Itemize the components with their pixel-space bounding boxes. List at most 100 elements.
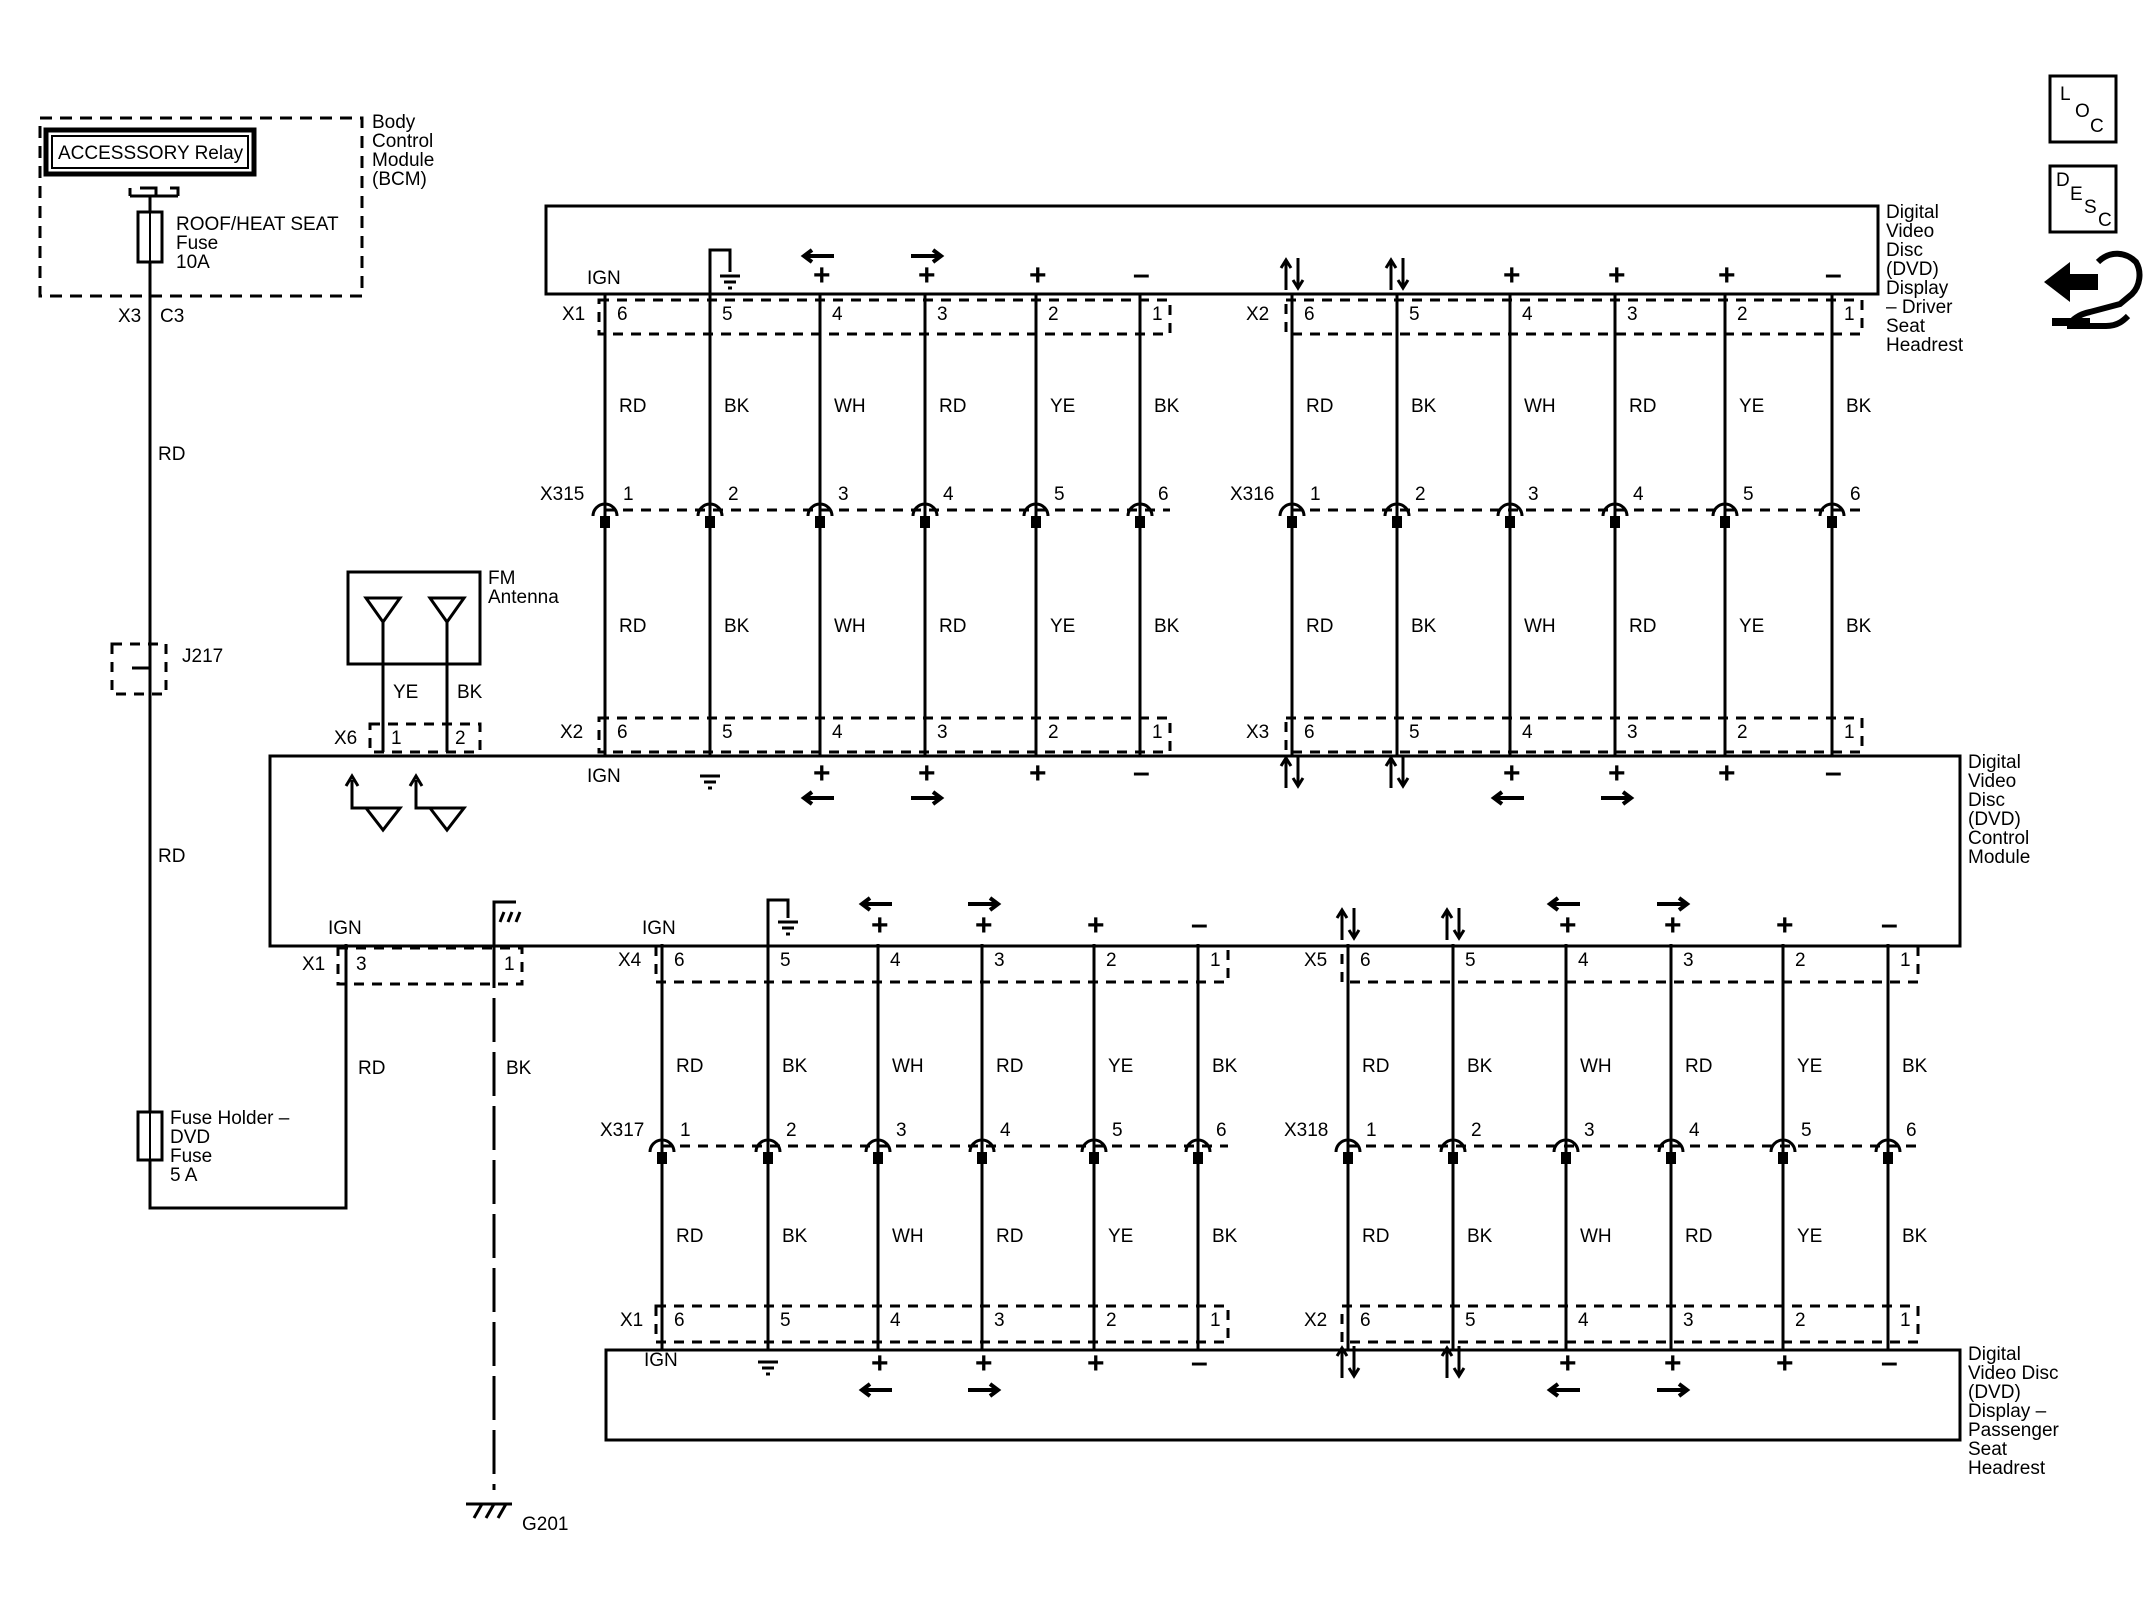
desc-button[interactable]: D E S C [2048, 164, 2118, 234]
pin-cap-icon [1334, 1138, 1362, 1153]
pin-number: 6 [1360, 1310, 1371, 1331]
wire-color-label: RD [1306, 616, 1333, 637]
pin-number: 3 [994, 1310, 1005, 1331]
plus-sign: + [1776, 909, 1794, 942]
ground-lead [766, 898, 790, 944]
left-arrow-icon [1546, 896, 1580, 912]
minus-sign: – [1825, 756, 1842, 789]
pin-cap-icon [754, 1138, 782, 1153]
desc-letter-e: E [2070, 184, 2083, 205]
passenger-display-name-line: Display – [1968, 1401, 2047, 1422]
minus-sign: – [1133, 258, 1150, 291]
left-arrow-icon [858, 896, 892, 912]
pin-contact [1883, 1152, 1893, 1164]
ign-label: IGN [587, 268, 621, 289]
desc-letter-s: S [2084, 197, 2097, 218]
pin-number: 2 [728, 484, 739, 505]
passenger-display-name-line: Passenger [1968, 1420, 2060, 1441]
ign-label: IGN [328, 918, 362, 939]
plus-sign: + [1559, 1347, 1577, 1380]
pin-contact [657, 1152, 667, 1164]
pin-number: 5 [1409, 304, 1420, 325]
loc-letter-o: O [2075, 101, 2090, 122]
wire-color-label: RD [996, 1056, 1023, 1077]
bidirectional-arrow-icon [1279, 257, 1305, 291]
dvd-fuse-holder: Fuse Holder – DVD Fuse 5 A [136, 1108, 290, 1186]
connector-id: X1 [620, 1310, 643, 1331]
pin-number: 5 [1465, 950, 1476, 971]
pin-number: 1 [1152, 722, 1163, 743]
pin-contact [1392, 516, 1402, 528]
connector-outline [597, 298, 1172, 336]
connector-outline [1340, 944, 1920, 984]
bidirectional-arrow-icon [1279, 755, 1305, 789]
pin-number: 2 [1415, 484, 1426, 505]
wire-color-label: YE [1797, 1056, 1822, 1077]
wire-color-label: BK [724, 616, 750, 637]
loc-letter-c: C [2090, 116, 2104, 137]
pin-number: 4 [1633, 484, 1644, 505]
passenger-display-name-line: (DVD) [1968, 1382, 2021, 1403]
pin-number: 1 [1152, 304, 1163, 325]
plus-sign: + [1718, 757, 1736, 790]
pin-contact [763, 1152, 773, 1164]
driver-display-name-line: – Driver [1886, 297, 1953, 318]
fuse-holder-label-line: 5 A [170, 1165, 198, 1186]
pin-number: 4 [832, 304, 843, 325]
plus-sign: + [1718, 259, 1736, 292]
connector-id: X2 [560, 722, 583, 743]
pin-number: 1 [1900, 950, 1911, 971]
dvd-control-module: Digital Video Disc (DVD) Control Module … [268, 752, 2030, 1079]
pin-number: 1 [1366, 1120, 1377, 1141]
plus-sign: + [813, 757, 831, 790]
pin-contact [705, 516, 715, 528]
wire-color-label: YE [1108, 1226, 1133, 1247]
pin-number: 2 [1795, 950, 1806, 971]
ground-icon [700, 774, 720, 790]
pin-number: 1 [680, 1120, 691, 1141]
wire-color-label: WH [1524, 616, 1556, 637]
inline-connector-id: X316 [1230, 484, 1274, 505]
driver-display-name-line: Disc [1886, 240, 1923, 261]
pin-number: 1 [504, 954, 515, 975]
pin-contact [1287, 516, 1297, 528]
pin-contact [1827, 516, 1837, 528]
desc-letter-d: D [2056, 170, 2070, 191]
pin-contact [1720, 516, 1730, 528]
ground-g201: G201 [466, 944, 568, 1535]
minus-sign: – [1881, 908, 1898, 941]
wire-color-label: BK [1467, 1226, 1493, 1247]
wire-color-label: YE [1797, 1226, 1822, 1247]
wire-color-label: RD [1629, 396, 1656, 417]
hand-arrow-icon[interactable] [2044, 250, 2143, 329]
plus-sign: + [813, 259, 831, 292]
bidirectional-arrow-icon [1335, 907, 1361, 941]
pin-number: 2 [1795, 1310, 1806, 1331]
pin-number: 6 [1304, 722, 1315, 743]
pin-number: 2 [1471, 1120, 1482, 1141]
pin-number: 4 [1522, 304, 1533, 325]
pin-number: 6 [674, 950, 685, 971]
driver-dvd-display: Digital Video Disc (DVD) Display – Drive… [544, 202, 1964, 356]
wire-color-label: RD [1685, 1056, 1712, 1077]
control-module-name-line: Control [1968, 828, 2029, 849]
inline-connector-id: X318 [1284, 1120, 1328, 1141]
pin-cap-icon [591, 502, 619, 517]
wire-color-label: WH [892, 1226, 924, 1247]
control-module-name-line: (DVD) [1968, 809, 2021, 830]
driver-display-name-line: Headrest [1886, 335, 1964, 356]
loc-button[interactable]: L O C [2048, 74, 2118, 144]
pin-contact [1778, 1152, 1788, 1164]
ground-icon [778, 920, 798, 936]
plus-sign: + [1664, 1347, 1682, 1380]
bcm-name-line: Module [372, 150, 434, 171]
pin-number: 6 [617, 722, 628, 743]
ground-icon [720, 274, 740, 290]
pin-number: 1 [1844, 722, 1855, 743]
pin-number: 2 [1048, 304, 1059, 325]
control-module-name-line: Video [1968, 771, 2016, 792]
plus-sign: + [1608, 757, 1626, 790]
splice-name: J217 [182, 646, 223, 667]
